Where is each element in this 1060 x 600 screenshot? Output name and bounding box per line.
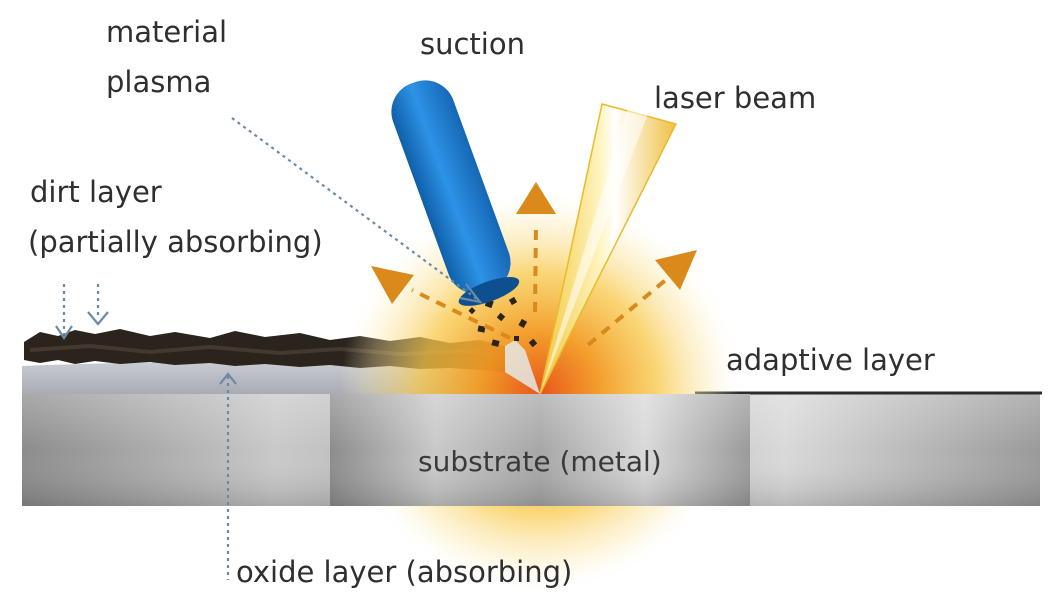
ejection-arrows	[411, 221, 670, 347]
arrow-head-left	[371, 266, 414, 304]
label-oxide-layer: oxide layer (absorbing)	[236, 555, 573, 589]
label-material: material	[106, 15, 228, 49]
label-plasma: plasma	[106, 65, 212, 99]
leader-arrow-oxide	[219, 372, 237, 385]
leader-arrow-dirt-2	[87, 311, 109, 326]
leader-arrow-plasma	[459, 283, 483, 304]
laser-beam-core	[540, 108, 648, 394]
ablation-crater	[505, 340, 540, 394]
suction-nozzle	[391, 80, 520, 306]
leader-arrow-dirt-1	[55, 325, 73, 340]
label-suction: suction	[420, 27, 525, 61]
label-dirt-layer: dirt layer	[30, 175, 162, 209]
leader-lines	[62, 117, 479, 580]
label-adaptive-layer: adaptive layer	[726, 343, 935, 377]
glow-clip-bottom-shade	[330, 394, 750, 506]
label-laser-beam: laser beam	[654, 81, 817, 115]
plasma-glow	[340, 180, 740, 600]
label-partially-absorbing: (partially absorbing)	[28, 225, 323, 259]
label-substrate: substrate (metal)	[418, 445, 662, 478]
arrow-head-right	[655, 250, 697, 290]
arrow-head-up	[516, 182, 556, 214]
